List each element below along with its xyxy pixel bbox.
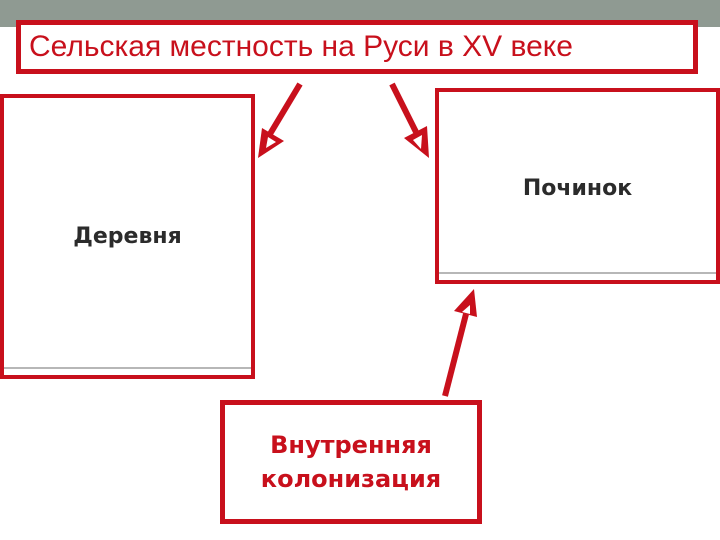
node-derevnya: Деревня bbox=[0, 94, 255, 379]
arrow-title-to-pochinok bbox=[389, 82, 429, 158]
node-colonization-label: Внутренняя колонизация bbox=[261, 428, 441, 496]
node-derevnya-shadow bbox=[4, 367, 251, 369]
diagram-title: Сельская местность на Руси в XV веке bbox=[29, 30, 573, 63]
arrow-colonization-to-pochinok bbox=[442, 289, 477, 397]
node-colonization: Внутренняя колонизация bbox=[220, 400, 482, 524]
node-derevnya-label: Деревня bbox=[73, 224, 182, 249]
node-pochinok: Починок bbox=[435, 88, 720, 284]
node-colonization-line1: Внутренняя bbox=[270, 431, 432, 459]
node-pochinok-label: Починок bbox=[522, 176, 633, 201]
node-colonization-line2: колонизация bbox=[260, 465, 442, 493]
node-pochinok-shadow bbox=[439, 272, 716, 274]
title-box: Сельская местность на Руси в XV веке bbox=[16, 20, 698, 74]
arrow-title-to-derevnya bbox=[258, 82, 303, 158]
